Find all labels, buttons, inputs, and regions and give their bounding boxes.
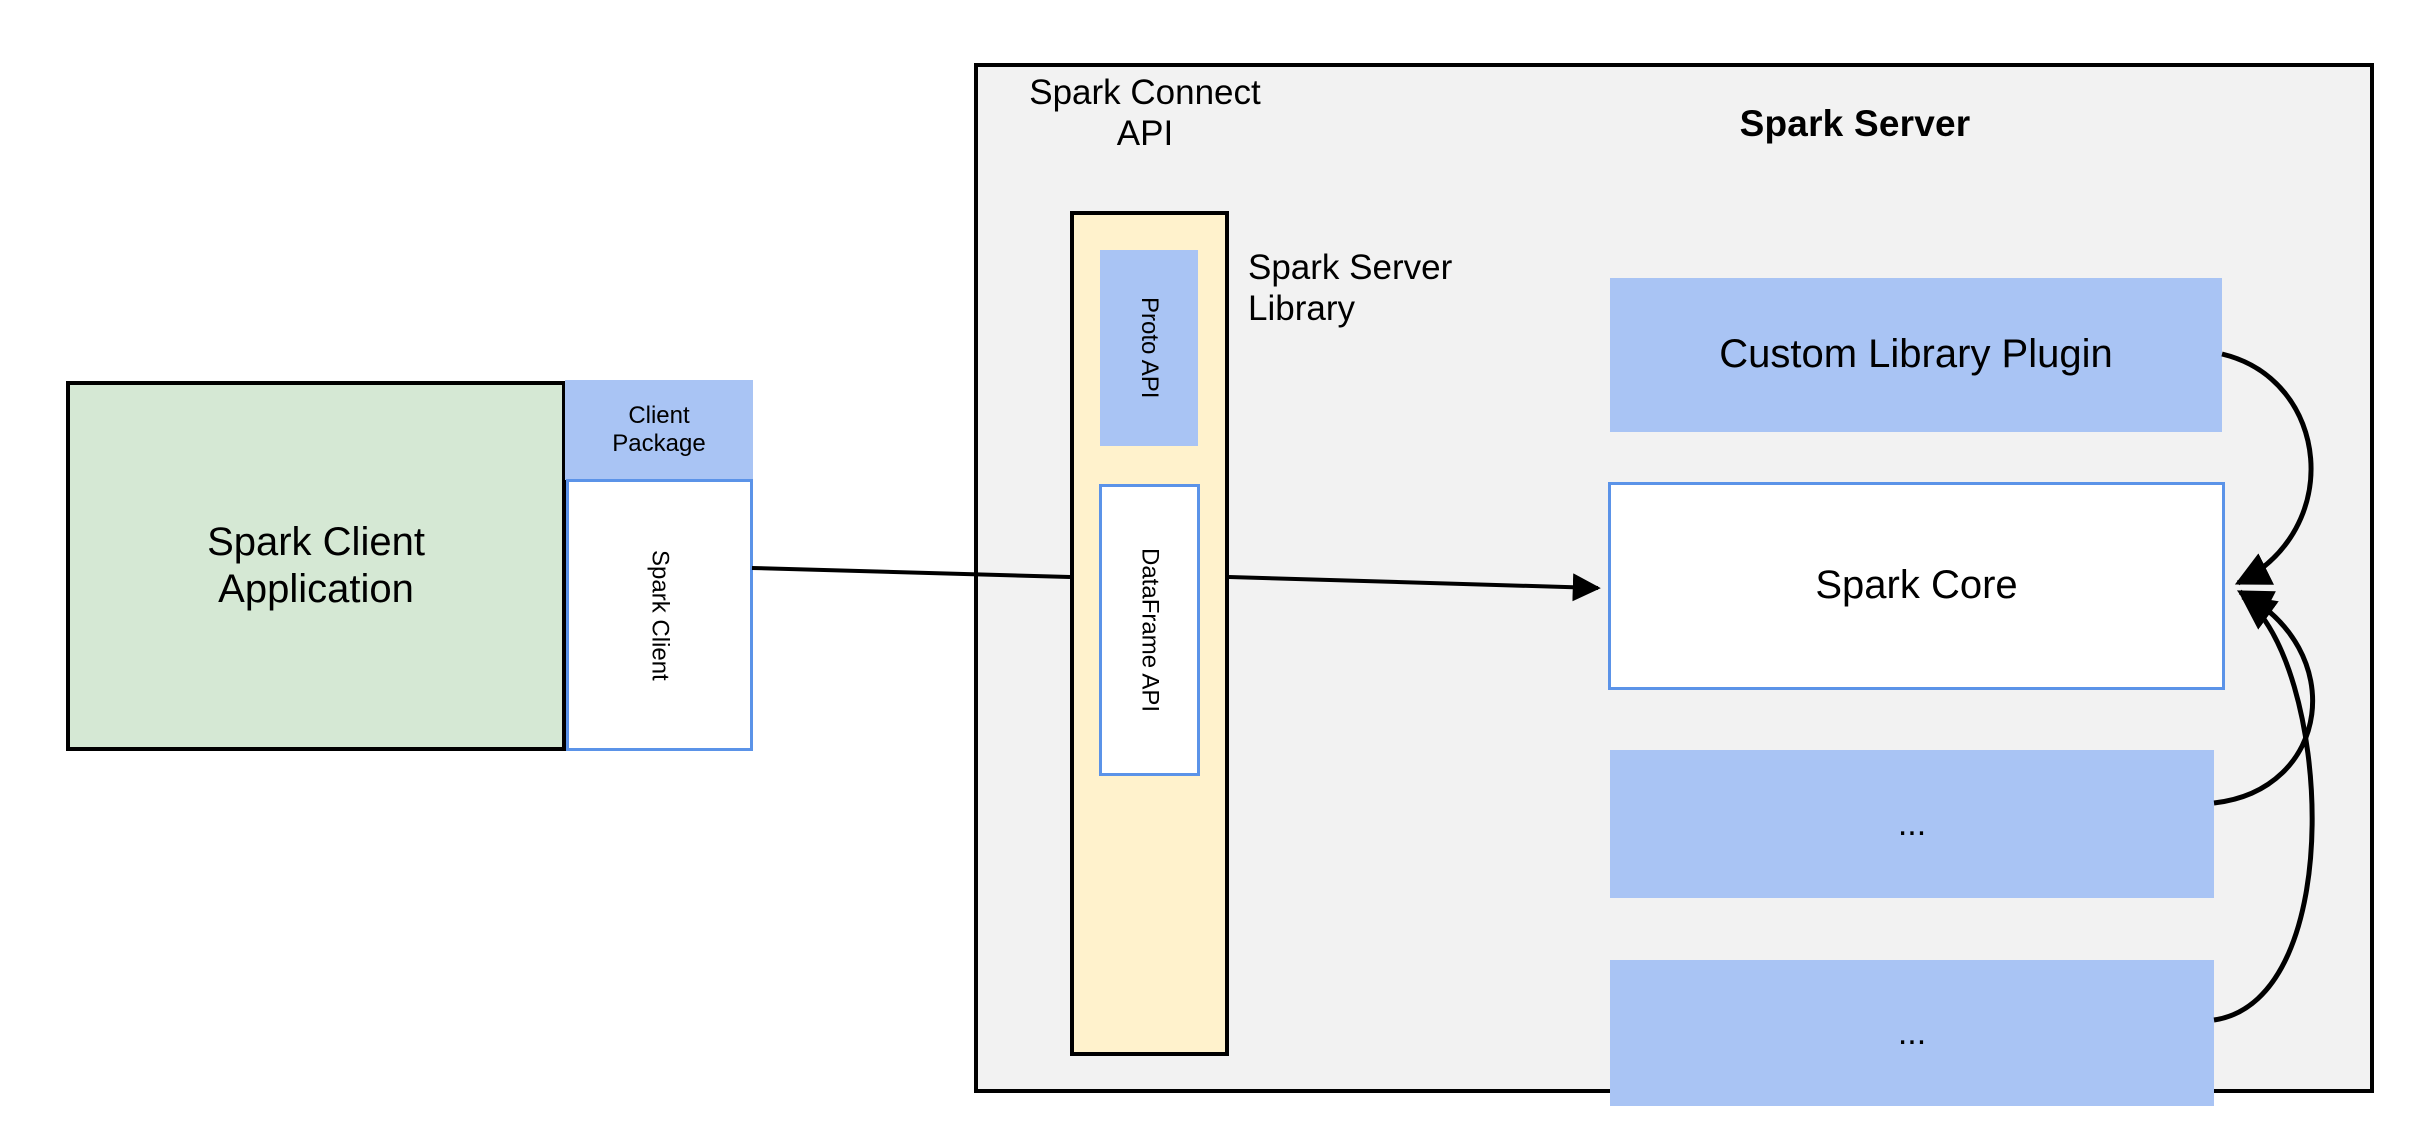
- spark-client-label: Spark Client: [646, 549, 674, 681]
- custom-library-plugin-box[interactable]: Custom Library Plugin: [1610, 278, 2222, 432]
- dataframe-api-box[interactable]: DataFrame API: [1099, 484, 1200, 776]
- proto-api-box[interactable]: Proto API: [1100, 250, 1198, 446]
- component-placeholder-2-box[interactable]: ...: [1610, 960, 2214, 1106]
- dataframe-api-label: DataFrame API: [1136, 547, 1164, 713]
- spark-client-application-box[interactable]: Spark Client Application: [66, 381, 566, 751]
- spark-server-library-label: Spark Server Library: [1248, 248, 1453, 329]
- proto-api-label: Proto API: [1136, 297, 1164, 399]
- spark-client-box[interactable]: Spark Client: [566, 479, 753, 751]
- spark-core-box[interactable]: Spark Core: [1608, 482, 2225, 690]
- component-placeholder-1-box[interactable]: ...: [1610, 750, 2214, 898]
- client-package-box[interactable]: Client Package: [565, 380, 753, 480]
- spark-server-title: Spark Server: [1739, 103, 1971, 145]
- spark-connect-api-label: Spark Connect API: [1029, 73, 1261, 154]
